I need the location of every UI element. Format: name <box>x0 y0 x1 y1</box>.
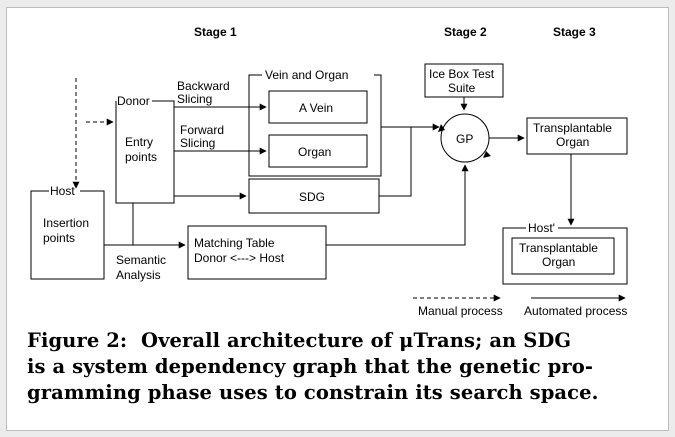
donor-label: Donor <box>117 94 150 108</box>
stage-2-label: Stage 2 <box>444 25 487 39</box>
gp-label: GP <box>456 132 473 146</box>
sdg-box <box>248 178 380 214</box>
matching-table-line1: Matching Table <box>194 236 275 250</box>
figure-frame: Stage 1 Stage 2 Stage 3 Host Insertion p… <box>6 7 669 431</box>
vein-and-organ-group: Vein and Organ A Vein Organ <box>248 68 382 177</box>
backward-slicing-label-line1: Backward <box>177 79 230 93</box>
sdg-label: SDG <box>299 190 325 204</box>
matching-table-line2: Donor <---> Host <box>194 251 285 265</box>
matching-to-gp-arrow <box>326 164 469 246</box>
sdg-to-gp-line <box>379 127 412 197</box>
host-prime-box: Host' Transplantable Organ <box>502 221 628 285</box>
semantic-analysis-line1: Semantic <box>116 253 166 267</box>
legend-manual-label: Manual process <box>418 304 503 318</box>
legend-automated-label: Automated process <box>524 304 627 318</box>
figure-caption: Figure 2: Overall architecture of μTrans… <box>27 328 667 406</box>
semantic-analysis-line2: Analysis <box>116 268 161 282</box>
host-box: Host Insertion points <box>30 184 105 280</box>
caption-line-2: is a system dependency graph that the ge… <box>27 355 594 378</box>
a-vein-label: A Vein <box>299 101 333 115</box>
insertion-points-line2: points <box>43 231 75 245</box>
gp-loop-arrowhead-left <box>438 124 445 132</box>
transplantable-organ-box <box>526 117 628 155</box>
transplantable-organ-line1: Transplantable <box>533 121 612 135</box>
ice-box-test-suite-box <box>424 63 504 98</box>
matching-table-box <box>187 225 327 280</box>
ice-box-line2: Suite <box>448 81 476 95</box>
entry-points-line1: Entry <box>125 135 153 149</box>
caption-line-3: gramming phase uses to constrain its sea… <box>27 381 599 404</box>
organ-label: Organ <box>298 145 331 159</box>
stage-3-label: Stage 3 <box>553 25 596 39</box>
ice-box-line1: Ice Box Test <box>429 67 495 81</box>
host-prime-label: Host' <box>528 221 555 235</box>
donor-box: Donor Entry points <box>115 94 175 204</box>
inner-transplantable-line1: Transplantable <box>519 241 598 255</box>
a-vein-box <box>268 90 368 124</box>
host-label: Host <box>50 184 75 198</box>
forward-slicing-label-line1: Forward <box>180 123 224 137</box>
inner-transplantable-line2: Organ <box>542 255 575 269</box>
backward-slicing-label-line2: Slicing <box>177 92 212 106</box>
architecture-diagram: Stage 1 Stage 2 Stage 3 Host Insertion p… <box>30 25 628 318</box>
entry-points-line2: points <box>125 150 157 164</box>
stage-1-label: Stage 1 <box>194 25 237 39</box>
insertion-points-line1: Insertion <box>43 216 89 230</box>
gp-loop-arrowhead-bottom <box>483 151 491 158</box>
organ-box <box>268 134 368 168</box>
inner-transplantable-organ-box <box>511 237 615 275</box>
caption-line-1: Figure 2: Overall architecture of μTrans… <box>27 329 572 352</box>
forward-slicing-label-line2: Slicing <box>180 136 215 150</box>
vein-and-organ-label: Vein and Organ <box>265 68 348 82</box>
transplantable-organ-line2: Organ <box>556 135 589 149</box>
